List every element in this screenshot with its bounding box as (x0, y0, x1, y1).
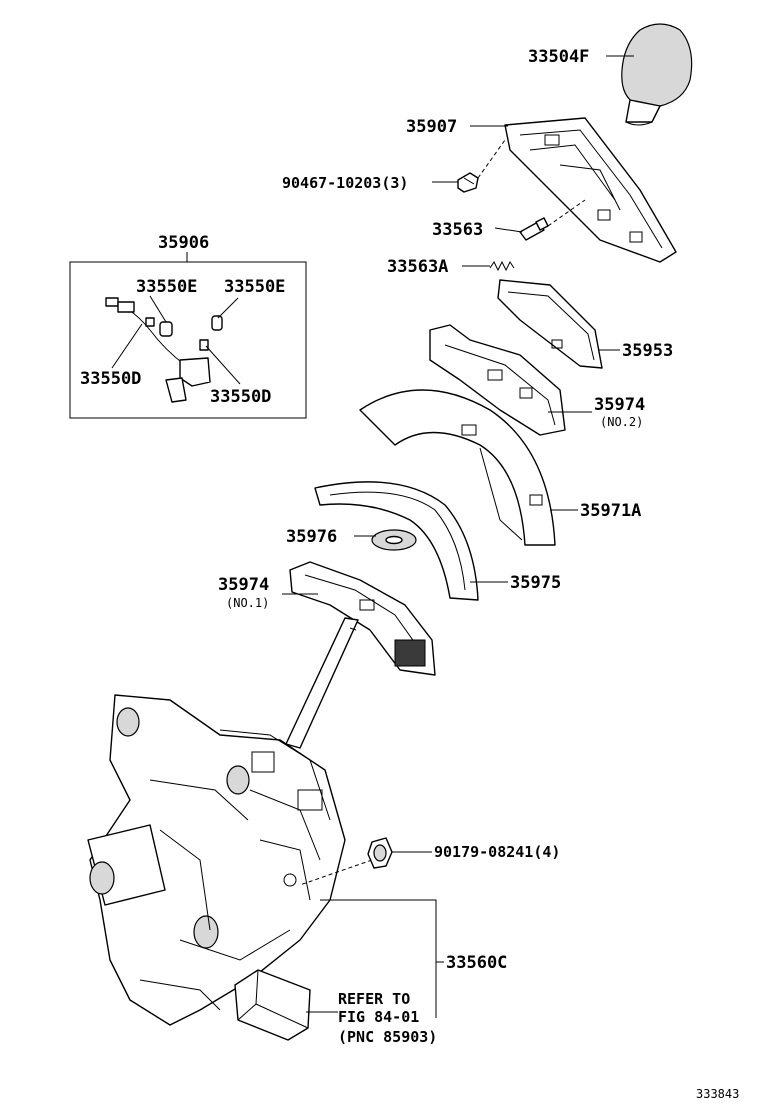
pin-part (519, 217, 549, 241)
label-knob: 33504F (528, 47, 589, 67)
label-bolt: 90179-08241(4) (434, 843, 560, 861)
label-plate-35971a: 35971A (580, 501, 641, 521)
label-base-assy: 33560C (446, 953, 507, 973)
label-bulb-e-2: 33550E (224, 277, 285, 297)
label-cover-no1-note: (NO.1) (226, 596, 269, 610)
label-cover-no1: 35974 (218, 575, 269, 595)
shift-knob-part (621, 23, 693, 126)
label-washer: 35976 (286, 527, 337, 547)
refer-note-line3: (PNC 85903) (338, 1028, 437, 1046)
washer-part (371, 529, 417, 551)
label-bulb-assy: 35906 (158, 233, 209, 253)
label-bulb-e-1: 33550E (136, 277, 197, 297)
label-bulb-d-2: 33550D (210, 387, 271, 407)
spring-part (489, 260, 515, 272)
label-spring: 33563A (387, 257, 448, 277)
refer-note-line1: REFER TO (338, 990, 410, 1008)
label-pin: 33563 (432, 220, 483, 240)
label-cover-no2: 35974 (594, 395, 645, 415)
leader-lines (111, 55, 634, 1018)
pin-dash-line (547, 199, 586, 227)
label-bulb-d-1: 33550D (80, 369, 141, 389)
bulb-assy-box (69, 252, 307, 419)
cover-no1-part (289, 561, 436, 676)
refer-note-line2: FIG 84-01 (338, 1008, 419, 1026)
screw-dash-line (477, 139, 506, 179)
screw-part (457, 172, 479, 193)
connector-part (234, 969, 311, 1041)
plate-35953-part (497, 279, 603, 369)
shift-lever-rod (285, 617, 359, 749)
plate-35971a-part (359, 389, 556, 546)
slide-plate-part (314, 481, 479, 601)
label-cover-no2-note: (NO.2) (600, 415, 643, 429)
upper-housing-part (504, 117, 677, 263)
bolt-dash-line (299, 859, 373, 886)
label-screw: 90467-10203(3) (282, 174, 408, 192)
label-housing-upper: 35907 (406, 117, 457, 137)
label-plate-35953: 35953 (622, 341, 673, 361)
bolt-part (367, 837, 393, 869)
figure-number: 333843 (696, 1087, 739, 1101)
base-assy-part (87, 694, 346, 1026)
label-slide-plate: 35975 (510, 573, 561, 593)
